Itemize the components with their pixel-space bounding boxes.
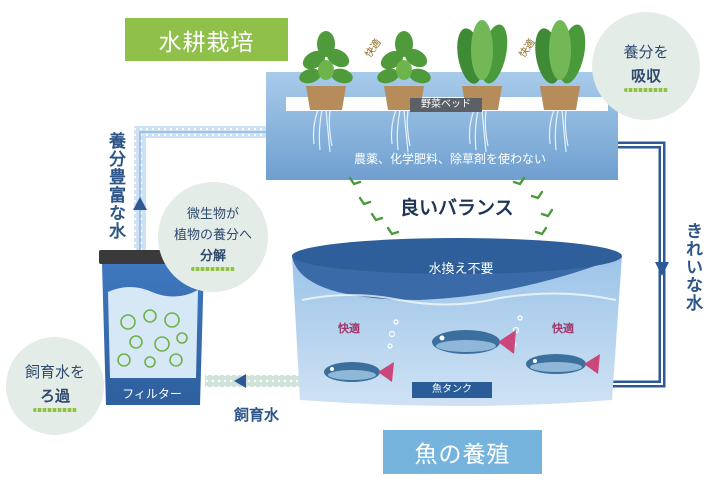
no-water-change-text: 水換え不要 (428, 262, 494, 277)
clean-water-pipe (608, 141, 669, 388)
arrow-up-icon (133, 197, 147, 210)
microbe-line3: 分解 (199, 248, 226, 264)
basil-plant-icon (299, 31, 353, 84)
breeding-water-label: 飼育水 (234, 406, 280, 424)
breeding-water-pipe (205, 374, 307, 388)
absorb-line1: 養分を (623, 43, 669, 61)
clean-water-label: きれいな水 (682, 222, 702, 312)
grass-underline (624, 88, 668, 92)
balance-marks (348, 176, 554, 236)
fish-icon (432, 330, 516, 354)
microbe-icon (117, 309, 188, 368)
grass-underline (191, 266, 235, 271)
fish-tank-label: 魚タンク (412, 382, 492, 398)
microbe-line2: 植物の養分へ (173, 227, 252, 243)
arrow-down-icon (655, 262, 669, 276)
nutrient-rich-water-label: 養分豊富な水 (105, 132, 125, 240)
absorb-line2: 吸収 (630, 67, 661, 85)
absorb-nutrients-bubble: 養分を 吸収 (592, 12, 700, 120)
vegetable-bed (266, 20, 618, 180)
fish-farming-title: 魚の養殖 (383, 430, 542, 474)
fish-icon (324, 362, 394, 382)
lettuce-plant-icon (457, 20, 508, 84)
fish-comfort-label: 快適 (552, 322, 574, 335)
fish-comfort-label: 快適 (338, 322, 360, 335)
microbe-decompose-bubble: 微生物が 植物の養分へ 分解 (158, 182, 268, 292)
good-balance-label: 良いバランス (400, 197, 514, 219)
no-chemicals-text: 農薬、化学肥料、除草剤を使わない (353, 152, 546, 166)
arrow-left-icon (234, 374, 246, 388)
fish-tank (292, 238, 622, 406)
nutrient-water-pipe (133, 126, 270, 250)
microbe-line1: 微生物が (186, 206, 239, 222)
filter-bubble-line1: 飼育水を (24, 363, 85, 381)
hydroponics-title: 水耕栽培 (125, 18, 288, 61)
filter-water-bubble: 飼育水を ろ過 (6, 337, 104, 435)
vegetable-bed-label: 野菜ベッド (410, 98, 482, 112)
filter-label: フィルター (122, 387, 182, 401)
filter-bubble-line2: ろ過 (39, 387, 70, 405)
fish-icon (526, 354, 600, 374)
filter-tank (99, 250, 207, 405)
grass-underline (33, 408, 77, 412)
lettuce-plant-icon (535, 20, 586, 84)
basil-plant-icon (377, 31, 431, 84)
